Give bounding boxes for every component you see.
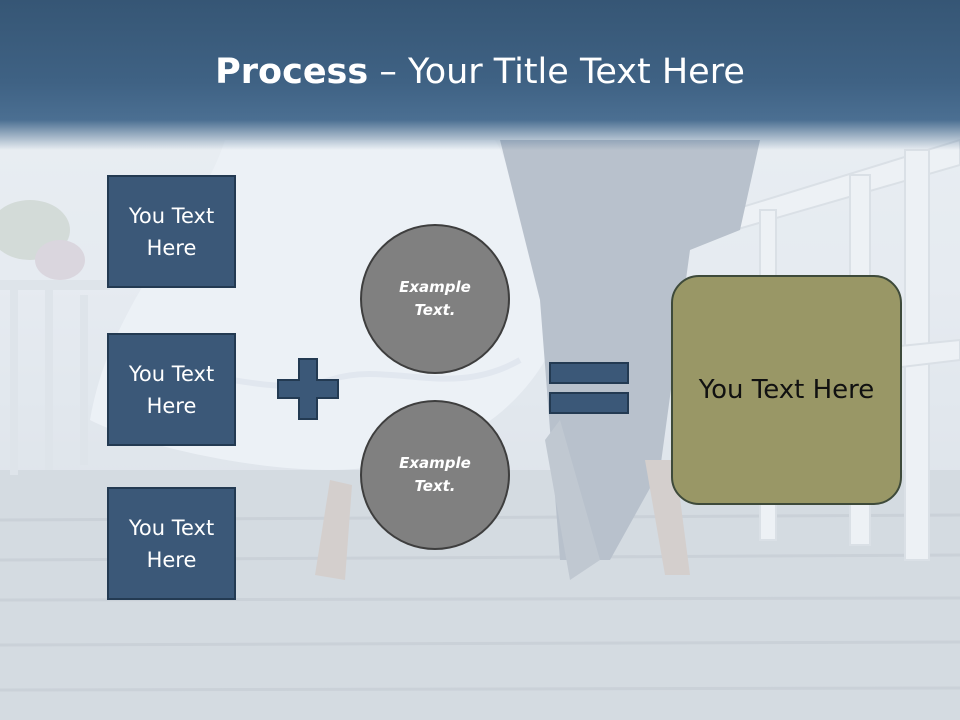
text-box-3-label: You Text Here [128,515,215,572]
text-box-1[interactable]: You Text Here [107,175,236,288]
title-rest: – Your Title Text Here [368,52,745,92]
text-box-2-label: You Text Here [128,361,215,418]
title-bold: Process [215,52,369,92]
text-box-3[interactable]: You Text Here [107,487,236,600]
plus-icon [277,358,339,420]
example-circle-1[interactable]: Example Text. [360,224,510,374]
text-box-1-label: You Text Here [128,203,215,260]
equals-icon [549,362,629,414]
slide-title: Process – Your Title Text Here [0,52,960,92]
example-circle-1-label: Example Text. [399,278,471,319]
result-box[interactable]: You Text Here [671,275,902,505]
example-circle-2[interactable]: Example Text. [360,400,510,550]
result-box-label: You Text Here [698,375,875,405]
text-box-2[interactable]: You Text Here [107,333,236,446]
example-circle-2-label: Example Text. [399,454,471,495]
title-bar [0,0,960,150]
